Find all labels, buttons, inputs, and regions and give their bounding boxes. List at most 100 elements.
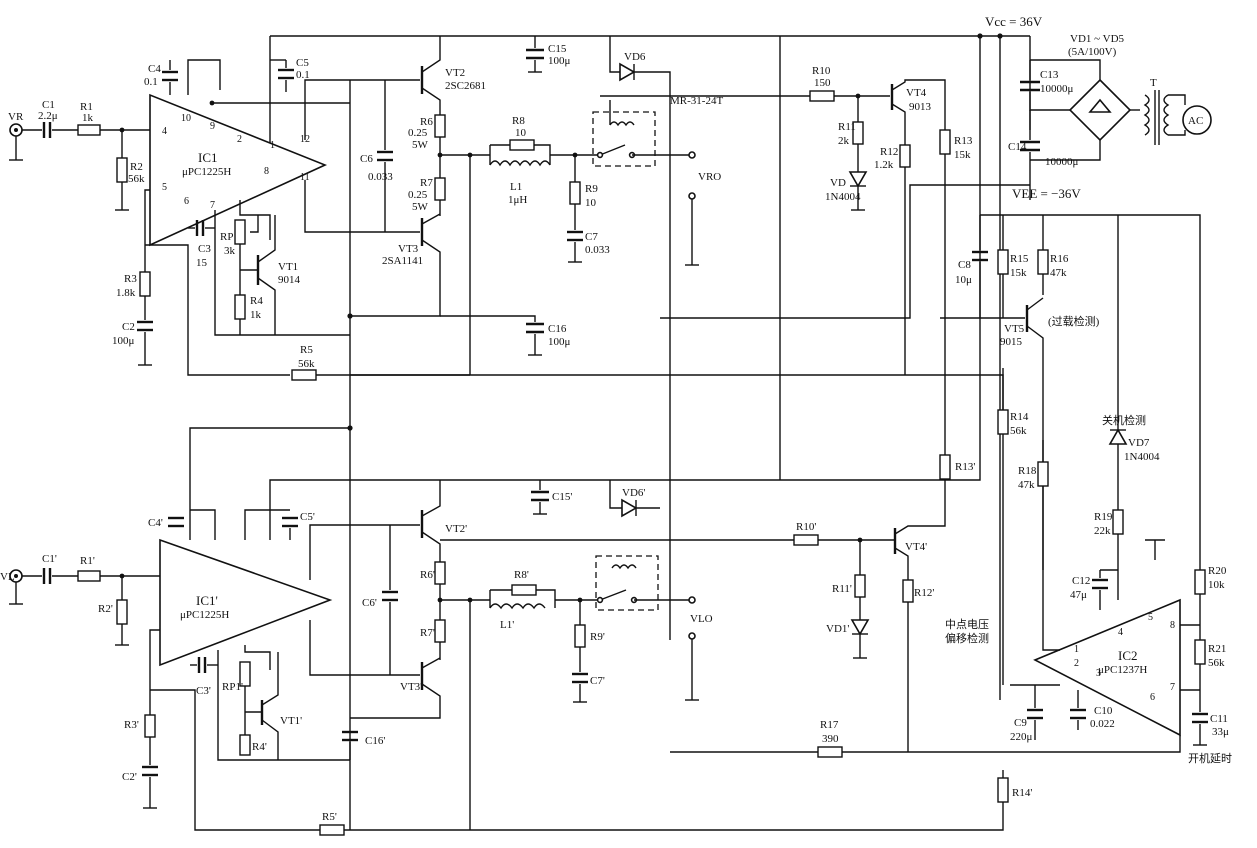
svg-text:4: 4 [1118,627,1123,638]
r5-label: R5 [300,344,313,356]
bridge-label: VD1 ~ VD5 [1070,33,1125,45]
r13-value: 15k [954,149,971,161]
r8p-label: R8' [514,569,529,581]
c7-label: C7 [585,231,598,243]
c13-value: 10000μ [1040,83,1074,95]
c12-value: 47μ [1070,589,1087,601]
r19-label: R19 [1094,511,1113,523]
vt1-label: VT1 [278,261,298,273]
r6p-label: R6' [420,569,435,581]
delay-label: 开机延时 [1188,751,1232,765]
r20-value: 10k [1208,579,1225,591]
ac-label: AC [1188,115,1203,127]
vee-label: VEE = −36V [1012,186,1081,201]
vlo-label: VLO [690,613,713,625]
r2-value: 56k [128,173,145,185]
c12-label: C12 [1072,575,1090,587]
r6-watt: 5W [412,139,429,151]
c15-label: C15 [548,43,567,55]
r4-value: 1k [250,309,262,321]
rp-value: 3k [224,245,236,257]
vt4-value: 9013 [909,101,932,113]
c10-label: C10 [1094,705,1113,717]
c9-value: 220μ [1010,731,1033,743]
r4p-label: R4' [252,741,267,753]
r5-value: 56k [298,358,315,370]
vt4p-label: VT4' [905,541,927,553]
svg-text:5: 5 [162,182,167,193]
c15-value: 100μ [548,55,571,67]
protection-circuit: C8 10μ R15 15k R16 47k VT5 9015 (过载检测) R… [670,214,1232,765]
c15p-label: C15' [552,491,572,503]
c1-label: C1 [42,99,55,111]
ic1-label: IC1 [198,150,218,165]
svg-text:11: 11 [300,172,310,183]
vcc-label: Vcc = 36V [985,14,1043,29]
power-supply: C13 10000μ C14 10000μ AC T [1008,59,1212,185]
svg-text:9: 9 [210,121,215,132]
bridge-rating: (5A/100V) [1068,46,1117,58]
c16p-label: C16' [365,735,385,747]
ic2-part: μPC1237H [1098,664,1147,676]
r1-value: 1k [82,112,94,124]
vt2p-label: VT2' [445,523,467,535]
c11-label: C11 [1210,713,1228,725]
vd-value: 1N4004 [825,191,861,203]
r1-label: R1 [80,101,93,113]
svg-text:6: 6 [1150,692,1155,703]
r12p-label: R12' [914,587,934,599]
r2p-label: R2' [98,603,113,615]
c5-value: 0.1 [296,69,310,81]
r2-label: R2 [130,161,143,173]
c5p-label: C5' [300,511,315,523]
r15-label: R15 [1010,253,1029,265]
r7-label: R7 [420,177,433,189]
vt5-label: VT5 [1004,323,1025,335]
c6p-label: C6' [362,597,377,609]
r6-value: 0.25 [408,127,428,139]
r9p-label: R9' [590,631,605,643]
c16-label: C16 [548,323,567,335]
c8-value: 10μ [955,274,972,286]
c2p-label: C2' [122,771,137,783]
svg-text:8: 8 [1170,620,1175,631]
c4p-label: C4' [148,517,163,529]
right-channel: VL C1' R1' R2' IC1' μPC1225H C4' C5' C3' [0,375,1032,836]
r9-label: R9 [585,183,598,195]
l1p-label: L1' [500,619,514,631]
vt4-label: VT4 [906,87,927,99]
c11-value: 33μ [1212,726,1229,738]
r14-label: R14 [1010,411,1029,423]
vt5-value: 9015 [1000,336,1023,348]
r12-label: R12 [880,146,898,158]
r19-value: 22k [1094,525,1111,537]
ic2-comparator [1033,598,1181,737]
r16-label: R16 [1050,253,1069,265]
vt1p-label: VT1' [280,715,302,727]
r6-label: R6 [420,116,433,128]
vl-label: VL [0,571,15,583]
ic2-label: IC2 [1118,648,1138,663]
r7-watt: 5W [412,201,429,213]
vt3p-label: VT3' [400,681,422,693]
r7-value: 0.25 [408,189,428,201]
r11-value: 2k [838,135,850,147]
c6-label: C6 [360,153,373,165]
r16-value: 47k [1050,267,1067,279]
r9-value: 10 [585,197,597,209]
svg-text:7: 7 [1170,682,1175,693]
c5-label: C5 [296,57,309,69]
c8-label: C8 [958,259,971,271]
c2-label: C2 [122,321,135,333]
shutdown-label: 关机检测 [1102,413,1146,427]
svg-text:1: 1 [270,140,275,151]
r10-value: 150 [814,77,831,89]
svg-text:2: 2 [237,134,242,145]
r18-label: R18 [1018,465,1037,477]
r20-label: R20 [1208,565,1227,577]
svg-text:1: 1 [1074,644,1079,655]
rpp-label: RP1' [222,681,243,693]
vdp-label: VD1' [826,623,849,635]
svg-text:4: 4 [162,126,167,137]
midpoint-label-2: 偏移检测 [945,631,989,645]
